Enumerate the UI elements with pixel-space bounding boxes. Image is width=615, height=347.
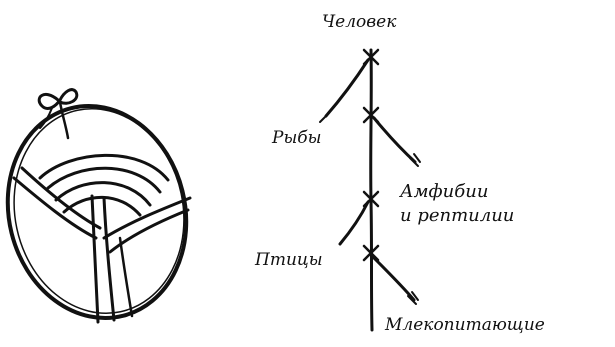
- tree-trunk: [371, 50, 372, 330]
- strand-down-b: [104, 198, 114, 320]
- label-amphibians-line1: Амфибии: [400, 180, 514, 204]
- label-mammals: Млекопитающие: [385, 317, 545, 334]
- label-human: Человек: [322, 14, 396, 31]
- label-amphibians-reptiles: Амфибии и рептилии: [400, 180, 514, 228]
- branch-amphibians: [374, 118, 415, 162]
- strand-down-a: [92, 196, 98, 322]
- branch-fish: [326, 60, 368, 116]
- branch-mammals: [374, 258, 414, 300]
- branch-birds: [340, 202, 368, 244]
- label-birds: Птицы: [255, 252, 323, 269]
- branch-fish-tip: [320, 116, 326, 122]
- braided-circle-drawing: [0, 87, 208, 337]
- label-amphibians-line2: и рептилии: [400, 204, 514, 228]
- strand-left-a: [14, 178, 96, 238]
- inner-arc-2: [48, 168, 160, 192]
- strand-down-c: [120, 238, 132, 316]
- outer-circle-inner-stroke: [0, 93, 203, 329]
- knot-loop: [39, 90, 77, 109]
- label-fish: Рыбы: [272, 130, 322, 147]
- strand-right-a: [104, 198, 190, 238]
